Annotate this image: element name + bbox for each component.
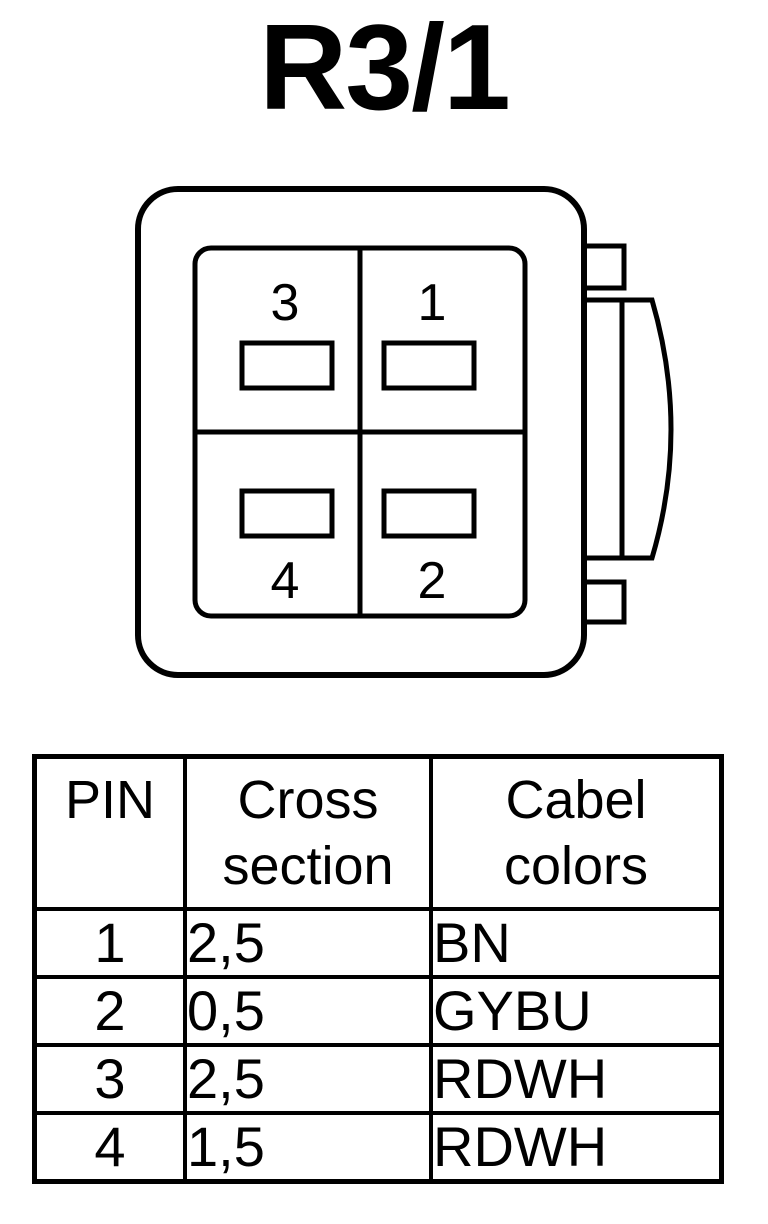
header-cross-section-line-1: Cross <box>237 770 379 830</box>
cell-pin: 3 <box>32 1043 187 1115</box>
cell-cable-color: RDWH <box>429 1111 724 1184</box>
pin-contact-2 <box>381 488 477 539</box>
pin-contact-4 <box>239 488 335 539</box>
pin-contact-1 <box>381 340 477 391</box>
table-row: 4 1,5 RDWH <box>32 1111 724 1184</box>
diagram-title: R3/1 <box>259 0 511 135</box>
pin-label-1: 1 <box>418 274 447 332</box>
pin-assignment-table: PIN Cross section Cabel colors 1 2,5 BN … <box>32 754 724 1184</box>
header-pin: PIN <box>32 754 187 911</box>
cell-cross-section: 1,5 <box>183 1111 433 1184</box>
cell-pin: 4 <box>32 1111 187 1184</box>
cell-cable-color: GYBU <box>429 975 724 1047</box>
header-cross-section-line-2: section <box>222 836 394 896</box>
cell-cross-section: 2,5 <box>183 1043 433 1115</box>
connector-diagram: 3 1 4 2 <box>135 186 674 678</box>
connector-housing <box>135 186 587 678</box>
cell-pin: 2 <box>32 975 187 1047</box>
table-row: 1 2,5 BN <box>32 907 724 979</box>
header-cable-colors-line-2: colors <box>503 836 649 896</box>
latch-tab-top <box>581 243 627 291</box>
pin-label-4: 4 <box>271 552 300 610</box>
cell-pin: 1 <box>32 907 187 979</box>
header-cable-colors: Cabel colors <box>429 754 724 911</box>
latch-tab-bottom <box>581 579 627 625</box>
header-pin-label: PIN <box>64 770 156 830</box>
table-header-row: PIN Cross section Cabel colors <box>32 754 724 911</box>
cell-cross-section: 0,5 <box>183 975 433 1047</box>
cell-cable-color: RDWH <box>429 1043 724 1115</box>
table-row: 2 0,5 GYBU <box>32 975 724 1047</box>
pin-contact-3 <box>239 340 335 391</box>
locking-latch <box>584 297 674 561</box>
pin-label-2: 2 <box>418 552 447 610</box>
cell-cross-section: 2,5 <box>183 907 433 979</box>
cell-cable-color: BN <box>429 907 724 979</box>
pin-label-3: 3 <box>271 274 300 332</box>
header-cross-section: Cross section <box>183 754 433 911</box>
table-row: 3 2,5 RDWH <box>32 1043 724 1115</box>
header-cable-colors-line-1: Cabel <box>505 770 647 830</box>
